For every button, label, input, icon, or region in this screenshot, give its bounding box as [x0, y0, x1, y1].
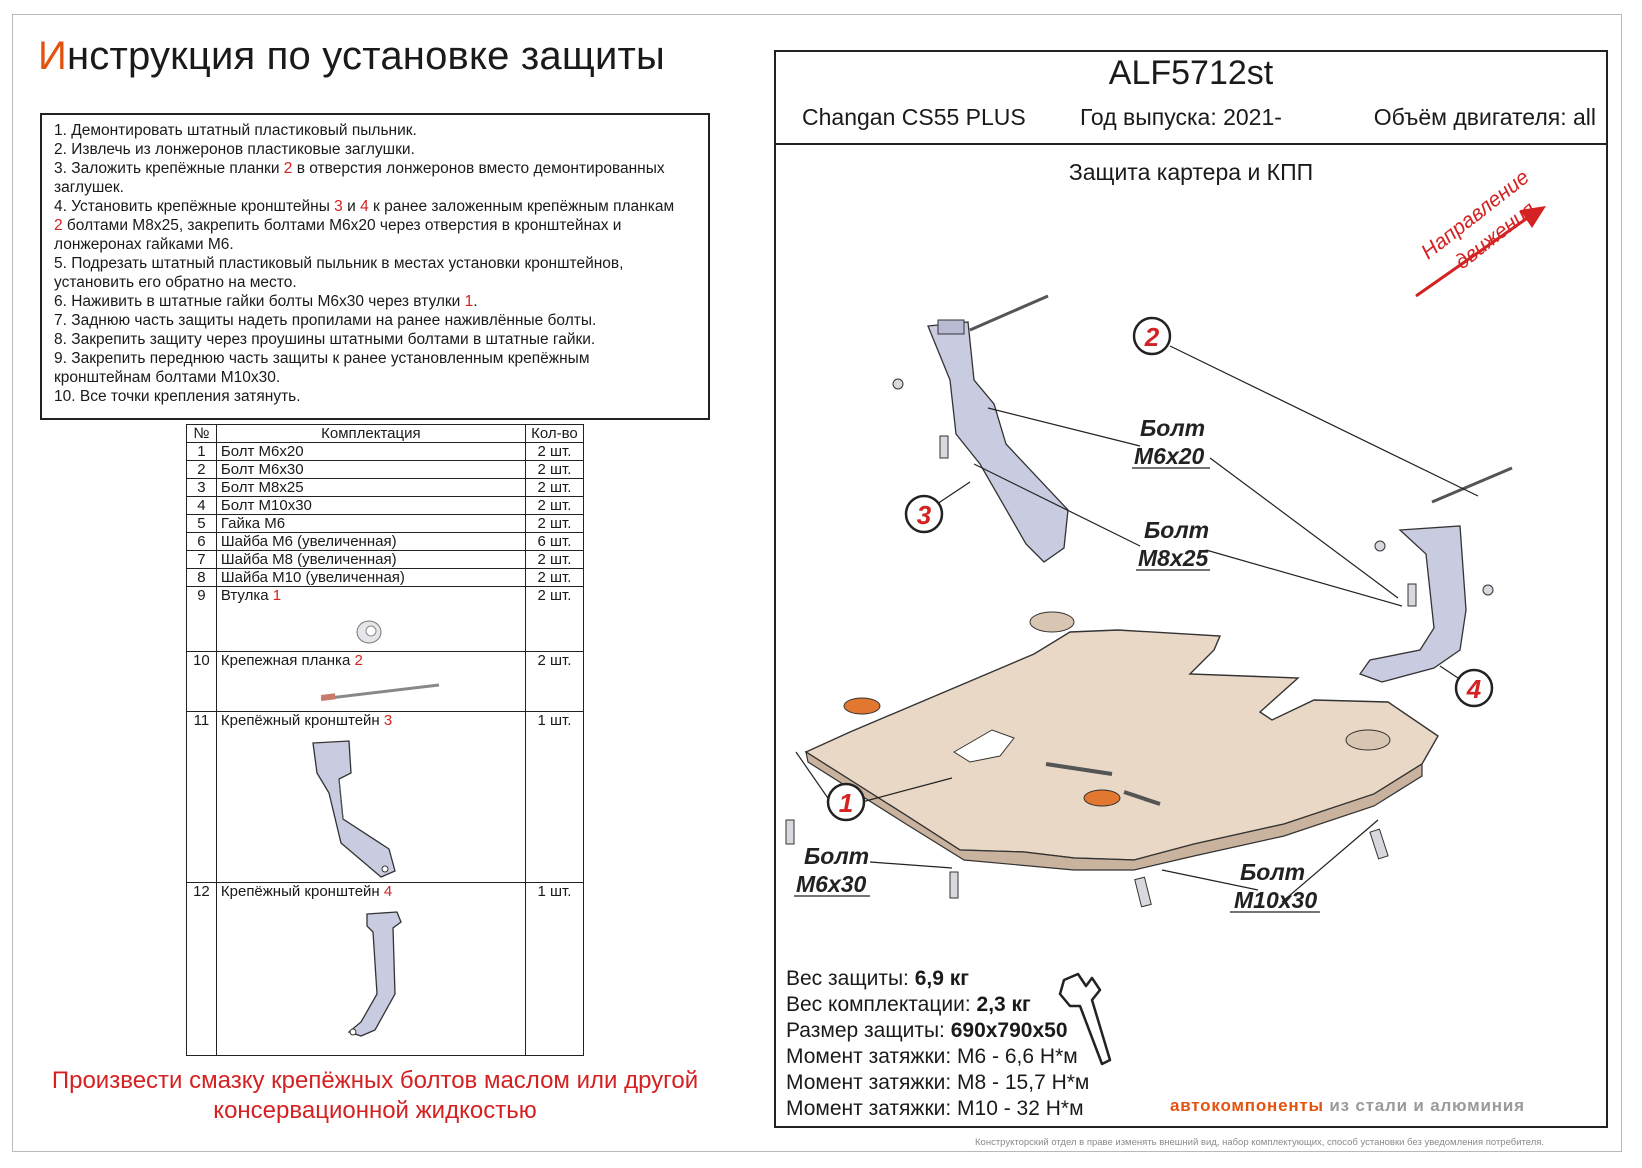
instruction-line: 8. Закрепить защиту через проушины штатн… [54, 331, 596, 348]
spec-size: Размер защиты: 690х790х50 [786, 1019, 1068, 1042]
spec-torque-m10: Момент затяжки: М10 - 32 Н*м [786, 1097, 1084, 1120]
spec-torque-m8: Момент затяжки: М8 - 15,7 Н*м [786, 1071, 1090, 1094]
instruction-line: 2 болтами М8х25, закрепить болтами М6х20… [54, 217, 622, 234]
bolt-labels: Болт М6х20 Болт М8х25 Болт М6х30 Болт М1… [794, 415, 1320, 913]
arrow-head-icon [1520, 206, 1546, 228]
bracket-3-illustration [312, 740, 396, 878]
instruction-line: 10. Все точки крепления затянуть. [54, 388, 301, 405]
page-frame [12, 14, 1622, 1152]
table-row: 12 Крепёжный кронштейн 4 1 шт. [186, 882, 585, 1056]
label-m8x25-size: М8х25 [1138, 545, 1210, 571]
table-row: 9 Втулка 1 2 шт. [186, 586, 585, 652]
label-m6x20-title: Болт [1140, 415, 1205, 441]
label-m10x30-title: Болт [1240, 859, 1305, 885]
diagram-panel: ALF5712st Changan CS55 PLUS Год выпуска:… [774, 50, 1608, 1128]
label-m6x30-title: Болт [804, 843, 869, 869]
label-m8x25-title: Болт [1144, 517, 1209, 543]
instruction-line: заглушек. [54, 179, 124, 196]
instruction-line: 3. Заложить крепёжные планки 2 в отверст… [54, 160, 665, 177]
part-subtitle: Защита картера и КПП [1068, 159, 1314, 185]
table-header-row: № Комплектация Кол-во [186, 424, 585, 443]
engine-volume: Объём двигателя: all [1373, 104, 1596, 130]
article-number: ALF5712st [1108, 54, 1274, 92]
mounting-strip-2b [1431, 466, 1513, 504]
brand-tagline: автокомпоненты из стали и алюминия [1170, 1096, 1525, 1115]
callout-3: 3 [904, 494, 944, 534]
table-row: 10 Крепежная планка 2 2 шт. [186, 651, 585, 712]
car-model: Changan CS55 PLUS [802, 104, 1026, 130]
direction-indicator: Направление движения [1415, 166, 1546, 298]
bracket-3 [927, 319, 1069, 563]
callout-4: 4 [1454, 668, 1494, 708]
instruction-line: лонжеронах гайками М6. [54, 236, 234, 253]
bracket-4-illustration [347, 911, 402, 1037]
svg-text:4: 4 [1466, 674, 1482, 704]
bracket-4 [1358, 525, 1467, 683]
spec-kit-weight: Вес комплектации: 2,3 кг [786, 993, 1031, 1016]
svg-text:3: 3 [917, 500, 932, 530]
skid-plate [804, 611, 1439, 871]
col-header-qty: Кол-во [524, 424, 585, 443]
page-title: Инструкция по установке защиты [38, 34, 665, 78]
instruction-line: 1. Демонтировать штатный пластиковый пыл… [54, 122, 417, 139]
wrench-icon [1058, 972, 1112, 1066]
table-row: 11 Крепёжный кронштейн 3 1 шт. [186, 711, 585, 883]
specs-block: Вес защиты: 6,9 кг Вес комплектации: 2,3… [786, 966, 1089, 1122]
label-m10x30-size: М10х30 [1234, 887, 1317, 913]
svg-text:2: 2 [1144, 322, 1160, 352]
instruction-line: кронштейнам болтами М10х30. [54, 369, 281, 386]
label-m6x20-size: М6х20 [1134, 443, 1205, 469]
mounting-strip-2a [969, 294, 1049, 332]
bushing-illustration [356, 620, 382, 644]
model-year: Год выпуска: 2021- [1080, 104, 1282, 130]
instructions-box: 1. Демонтировать штатный пластиковый пыл… [40, 113, 710, 420]
instruction-line: 4. Установить крепёжные кронштейны 3 и 4… [54, 198, 675, 215]
col-header-item: Комплектация [215, 424, 526, 443]
instruction-line: 7. Заднюю часть защиты надеть пропилами … [54, 312, 597, 329]
svg-text:1: 1 [839, 788, 853, 818]
callout-2: 2 [1132, 316, 1172, 356]
bolts [785, 378, 1494, 908]
lubrication-note: Произвести смазку крепёжных болтов масло… [51, 1067, 699, 1124]
instruction-line: 2. Извлечь из лонжеронов пластиковые заг… [54, 141, 415, 158]
instruction-line: установить его обратно на место. [54, 274, 297, 291]
mounting-strip-illustration [320, 683, 440, 701]
product-header: ALF5712st Changan CS55 PLUS Год выпуска:… [776, 52, 1606, 145]
disclaimer: Конструкторский отдел в праве изменять в… [975, 1137, 1545, 1148]
label-m6x30-size: М6х30 [796, 871, 867, 897]
instruction-line: 9. Закрепить переднюю часть защиты к ран… [54, 350, 590, 367]
instruction-line: 6. Наживить в штатные гайки болты М6х30 … [54, 293, 478, 310]
col-header-number: № [186, 424, 217, 443]
instruction-line: 5. Подрезать штатный пластиковый пыльник… [54, 255, 624, 272]
spec-weight: Вес защиты: 6,9 кг [786, 967, 970, 990]
spec-torque-m6: Момент затяжки: М6 - 6,6 Н*м [786, 1045, 1078, 1068]
exploded-diagram: Направление движения [785, 166, 1546, 1066]
callout-1: 1 [826, 782, 866, 822]
